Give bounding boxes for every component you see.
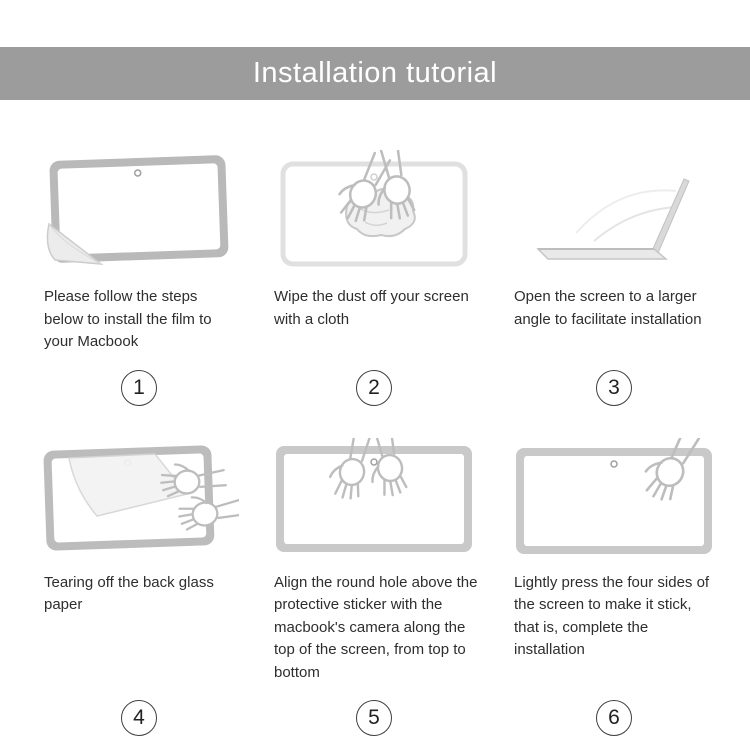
press-edges-illustration	[508, 436, 720, 558]
step-number-badge: 3	[596, 369, 632, 406]
step-4: Tearing off the back glass paper 4	[38, 436, 240, 736]
step-caption: Align the round hole above the protectiv…	[274, 573, 478, 681]
step-caption: Please follow the steps below to install…	[44, 288, 212, 350]
wipe-screen-illustration	[268, 124, 480, 272]
hands-tearing-icon	[43, 444, 239, 551]
step-number: 6	[608, 706, 620, 729]
laptop-opening-icon	[536, 178, 690, 260]
step-caption: Open the screen to a larger angle to fac…	[514, 288, 702, 328]
align-camera-illustration	[268, 436, 480, 558]
step-number: 3	[608, 375, 620, 399]
hand-pressing-icon	[516, 437, 712, 554]
step-3: Open the screen to a larger angle to fac…	[508, 124, 720, 406]
hands-cloth-icon	[280, 150, 468, 267]
tear-back-paper-illustration	[38, 436, 240, 558]
tablet-peeling-film-illustration	[38, 124, 240, 272]
step-6: Lightly press the four sides of the scre…	[508, 436, 720, 736]
header-banner: Installation tutorial	[0, 47, 750, 100]
step-number: 5	[368, 706, 380, 729]
step-number: 1	[133, 375, 145, 399]
step-number: 4	[133, 706, 145, 729]
step-caption: Lightly press the four sides of the scre…	[514, 573, 710, 659]
steps-grid: Please follow the steps below to install…	[0, 100, 750, 736]
step-2: Wipe the dust off your screen with a clo…	[268, 124, 480, 406]
tablet-peel-icon	[46, 155, 229, 265]
page-title: Installation tutorial	[252, 57, 498, 89]
step-caption: Wipe the dust off your screen with a clo…	[274, 288, 469, 328]
step-number-badge: 4	[121, 700, 157, 736]
step-1: Please follow the steps below to install…	[38, 124, 240, 406]
step-5: Align the round hole above the protectiv…	[268, 436, 480, 736]
hands-aligning-icon	[276, 437, 472, 552]
step-caption: Tearing off the back glass paper	[44, 573, 214, 614]
step-number: 2	[368, 375, 380, 399]
step-number-badge: 2	[356, 369, 392, 406]
step-number-badge: 5	[356, 700, 392, 736]
step-number-badge: 6	[596, 700, 632, 736]
open-laptop-illustration	[508, 124, 720, 272]
step-number-badge: 1	[121, 369, 157, 406]
